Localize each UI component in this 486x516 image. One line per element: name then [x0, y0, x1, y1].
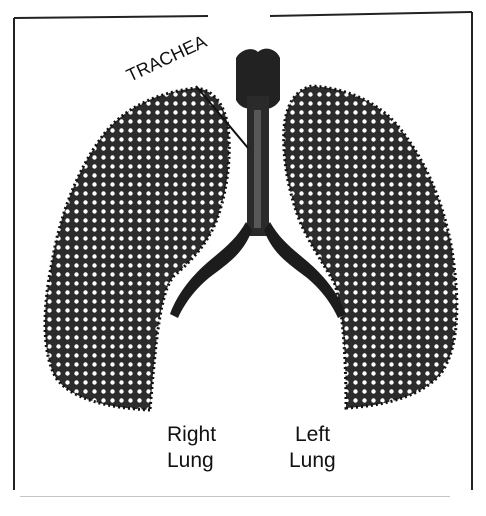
left-lung — [284, 86, 457, 408]
right-lung-label-line1: Right — [167, 423, 216, 446]
trachea-label: TRACHEA — [123, 31, 209, 85]
left-lung-label-line2: Lung — [289, 449, 336, 472]
left-lung-label-line1: Left — [295, 423, 330, 446]
right-lung-label-line2: Lung — [167, 449, 214, 472]
right-lung-shape — [45, 88, 229, 410]
right-lung — [45, 88, 229, 410]
left-lung-shape — [284, 86, 457, 408]
scan-bottom-noise — [20, 496, 450, 497]
